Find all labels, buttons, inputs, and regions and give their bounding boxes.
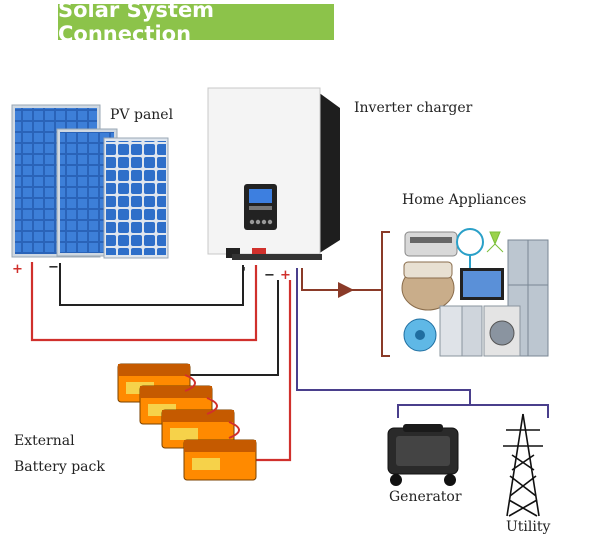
home-appliances-group [401,228,549,357]
generator-label: Generator [389,489,462,505]
generator-icon [387,424,459,486]
title-banner: Solar System Connection [58,0,334,46]
battery-label-line2: Battery pack [14,459,105,475]
battery-pack [117,363,257,481]
pv-positive-mark: + [12,262,23,277]
inverter-charger [207,87,340,260]
inverter-charger-label: Inverter charger [354,100,473,116]
inverter-battery-positive-mark: + [280,268,291,283]
pv-negative-mark: − [48,260,59,275]
wiring [30,231,549,462]
home-appliances-label: Home Appliances [402,192,527,208]
diagram-title: Solar System Connection [58,0,215,46]
utility-tower-icon [503,413,543,517]
pv-panel-array [11,104,169,259]
inverter-battery-negative-mark: − [264,268,275,283]
pv-panel-label: PV panel [110,107,174,123]
utility-label: Utility [506,519,551,535]
inverter-pv-terminal-mark: ' [242,266,246,281]
battery-label-line1: External [14,433,75,449]
